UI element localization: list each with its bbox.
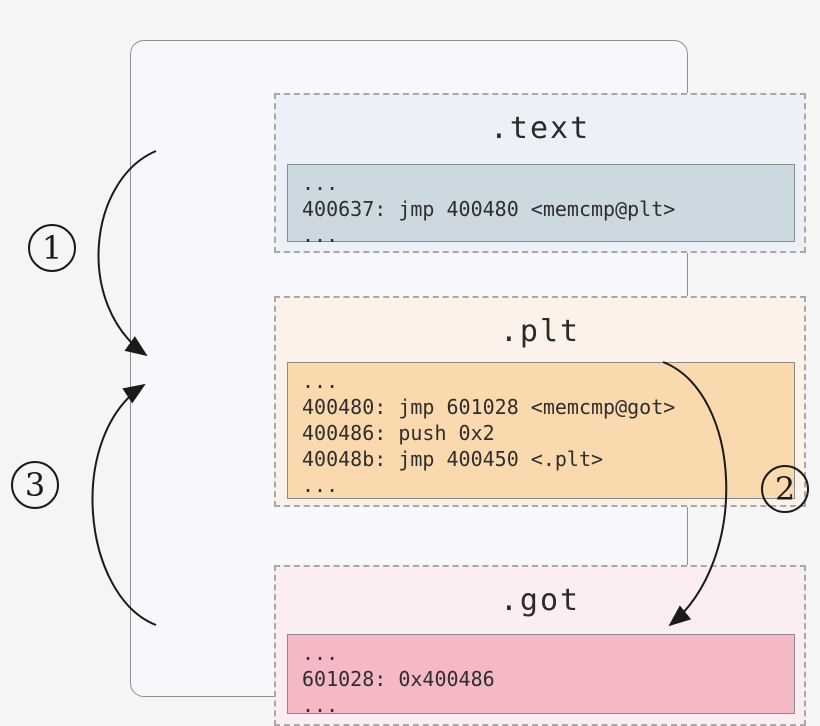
section-got-code-box: ... 601028: 0x400486 ... xyxy=(287,634,795,717)
step-badge-2-label: 2 xyxy=(774,470,796,508)
section-text-title: .text xyxy=(489,111,591,146)
code-line: ... xyxy=(302,693,339,717)
step-badge-3-label: 3 xyxy=(24,466,46,504)
section-text: .text ... 400637: jmp 400480 <memcmp@plt… xyxy=(274,93,806,253)
step-badge-3: 3 xyxy=(11,461,59,509)
section-text-code-box: ... 400637: jmp 400480 <memcmp@plt> ... xyxy=(287,164,795,247)
code-line: 400486: push 0x2 xyxy=(302,421,495,445)
section-plt: .plt ... 400480: jmp 601028 <memcmp@got>… xyxy=(274,296,806,507)
code-line: ... xyxy=(302,171,339,195)
code-line: 601028: 0x400486 xyxy=(302,667,495,691)
memory-layout-container: .text ... 400637: jmp 400480 <memcmp@plt… xyxy=(130,40,806,726)
code-line: ... xyxy=(302,641,339,665)
step-badge-1: 1 xyxy=(28,224,76,272)
code-line: ... xyxy=(302,223,339,247)
code-line: 400637: jmp 400480 <memcmp@plt> xyxy=(302,197,676,221)
code-line: ... xyxy=(302,369,339,393)
section-plt-code-box: ... 400480: jmp 601028 <memcmp@got> 4004… xyxy=(287,362,795,499)
section-got: .got ... 601028: 0x400486 ... xyxy=(274,565,806,726)
step-badge-2: 2 xyxy=(761,465,809,513)
code-line: ... xyxy=(302,473,339,497)
section-plt-title: .plt xyxy=(499,314,581,349)
code-line: 40048b: jmp 400450 <.plt> xyxy=(302,447,604,471)
step-badge-1-label: 1 xyxy=(41,229,63,267)
section-got-title: .got xyxy=(499,583,581,618)
code-line: 400480: jmp 601028 <memcmp@got> xyxy=(302,395,676,419)
